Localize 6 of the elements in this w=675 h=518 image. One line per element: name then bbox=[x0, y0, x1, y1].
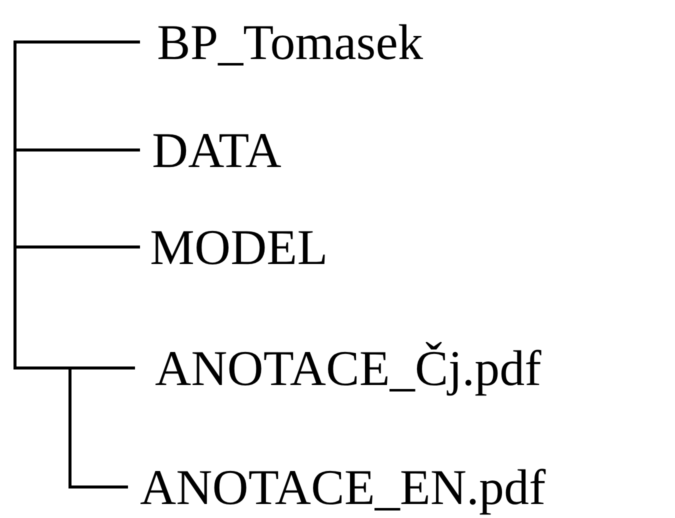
tree-connector bbox=[14, 40, 140, 488]
tree-item-label: ANOTACE_Čj.pdf bbox=[135, 336, 542, 400]
tree-item-label: ANOTACE_EN.pdf bbox=[128, 455, 546, 518]
tree-item-label: BP_Tomasek bbox=[140, 10, 423, 74]
tree-item-label: DATA bbox=[140, 118, 282, 182]
tree-item-label: MODEL bbox=[140, 215, 328, 279]
